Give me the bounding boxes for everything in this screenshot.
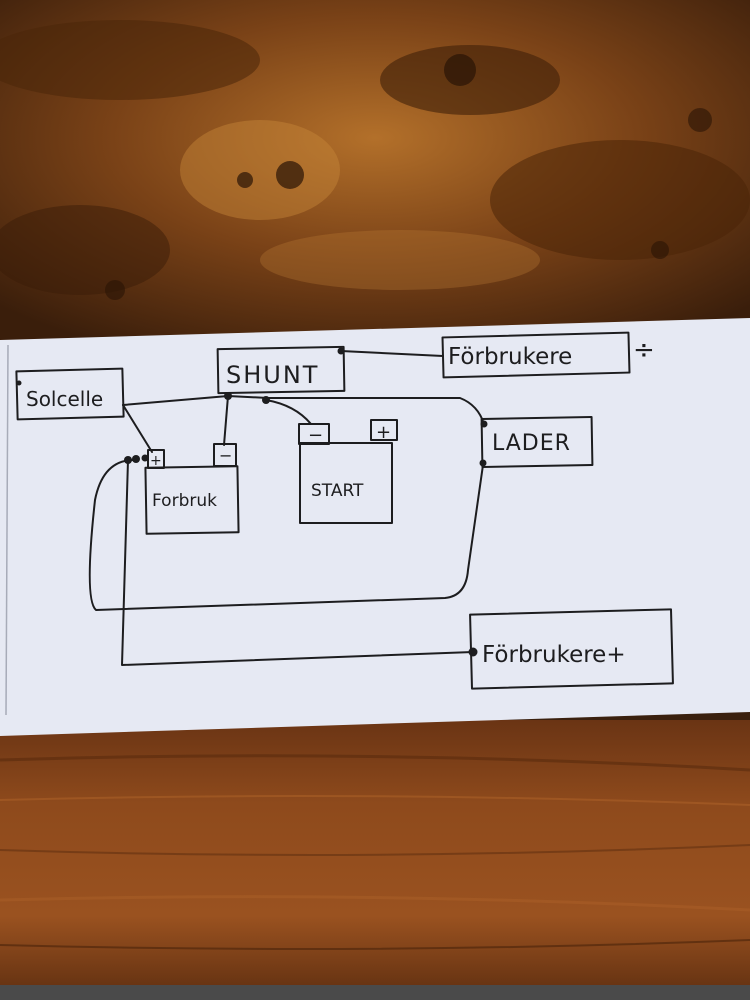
solcelle-box [15, 367, 125, 421]
wood-plank-edge [0, 720, 750, 1000]
wire-shunt-to-forbruk-minus [223, 395, 229, 446]
forbrukere-plus-label: Förbrukere+ [482, 642, 626, 668]
start-label: START [311, 481, 364, 501]
start-minus-sign: − [308, 425, 323, 446]
wire-forbruk-plus-to-forbrukere-plus [121, 459, 474, 666]
forbruk-plus-sign: + [150, 453, 162, 469]
forbruk-minus-sign: − [219, 446, 232, 465]
solcelle-label: Solcelle [26, 387, 103, 411]
lader-label: LADER [492, 431, 571, 456]
forbruk-battery [144, 465, 240, 535]
wire-shunt-to-forbrukere-minus [340, 350, 444, 357]
paper-fold-line [5, 344, 9, 716]
start-plus-sign: + [376, 422, 391, 443]
wire-solcelle-to-forbruk-plus [122, 404, 153, 453]
forbrukere-minus-box [441, 331, 631, 379]
start-plus-terminal [370, 419, 398, 441]
shunt-box [216, 345, 346, 395]
shunt-label: SHUNT [226, 361, 319, 389]
wood-burl-surface [0, 0, 750, 345]
start-battery [299, 442, 393, 524]
forbruk-label: Forbruk [152, 491, 217, 511]
wire-solcelle-to-bus [122, 395, 229, 406]
paper-sheet [0, 318, 750, 736]
junction-points [16, 347, 488, 657]
start-minus-terminal [298, 423, 330, 445]
minus-symbol: ÷ [633, 335, 655, 365]
wire-shunt-to-start-minus [265, 399, 312, 425]
forbrukere-minus-label: Förbrukere [448, 344, 572, 370]
wire-forbruk-plus-to-lader [88, 459, 484, 611]
wire-bus-to-lader [227, 395, 485, 425]
lader-box [480, 416, 594, 468]
